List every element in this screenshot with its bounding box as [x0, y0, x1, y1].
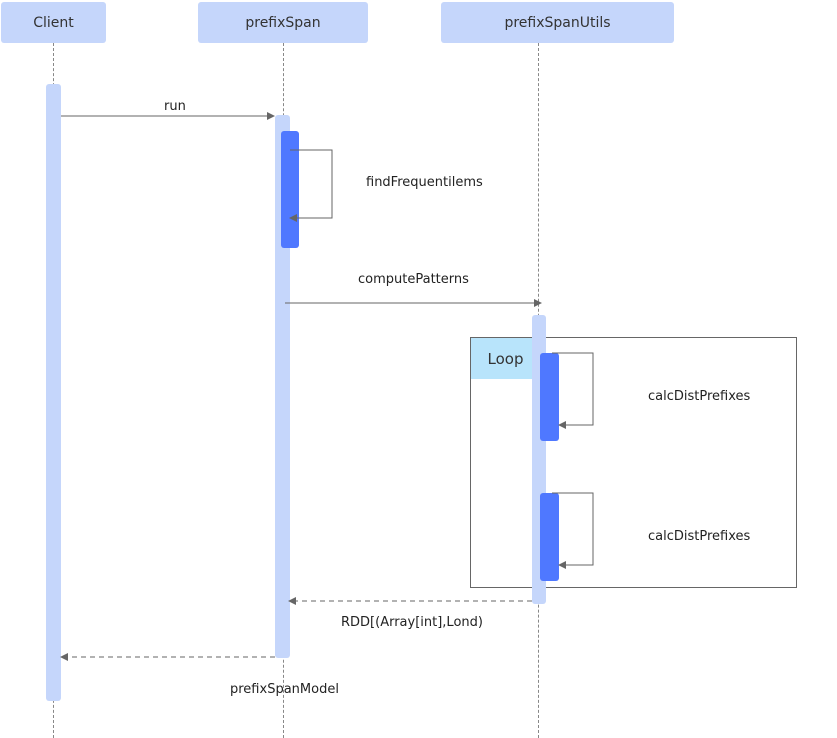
participant-prefixspan: prefixSpan — [198, 2, 368, 43]
label-calc-dist-prefixes-2: calcDistPrefixes — [648, 529, 751, 544]
arrow-find-frequent-items — [289, 149, 333, 222]
label-rdd-return: RDD[(Array[int],Lond) — [341, 615, 483, 630]
participant-client: Client — [1, 2, 106, 43]
label-calc-dist-prefixes-1: calcDistPrefixes — [648, 389, 751, 404]
participant-prefixspanutils: prefixSpanUtils — [441, 2, 674, 43]
label-run: run — [164, 99, 186, 114]
activation-utils-self-1 — [540, 353, 559, 441]
label-find-frequent-items: findFrequentilems — [366, 175, 483, 190]
loop-frame — [470, 337, 797, 588]
label-prefixspanmodel: prefixSpanModel — [230, 682, 339, 697]
label-compute-patterns: computePatterns — [358, 272, 469, 287]
activation-client — [46, 84, 61, 701]
loop-label: Loop — [471, 338, 540, 379]
arrow-calc-dist-prefixes-2 — [552, 492, 594, 569]
arrow-calc-dist-prefixes-1 — [552, 352, 594, 429]
activation-utils-self-2 — [540, 493, 559, 581]
activation-prefixspan — [275, 115, 290, 658]
